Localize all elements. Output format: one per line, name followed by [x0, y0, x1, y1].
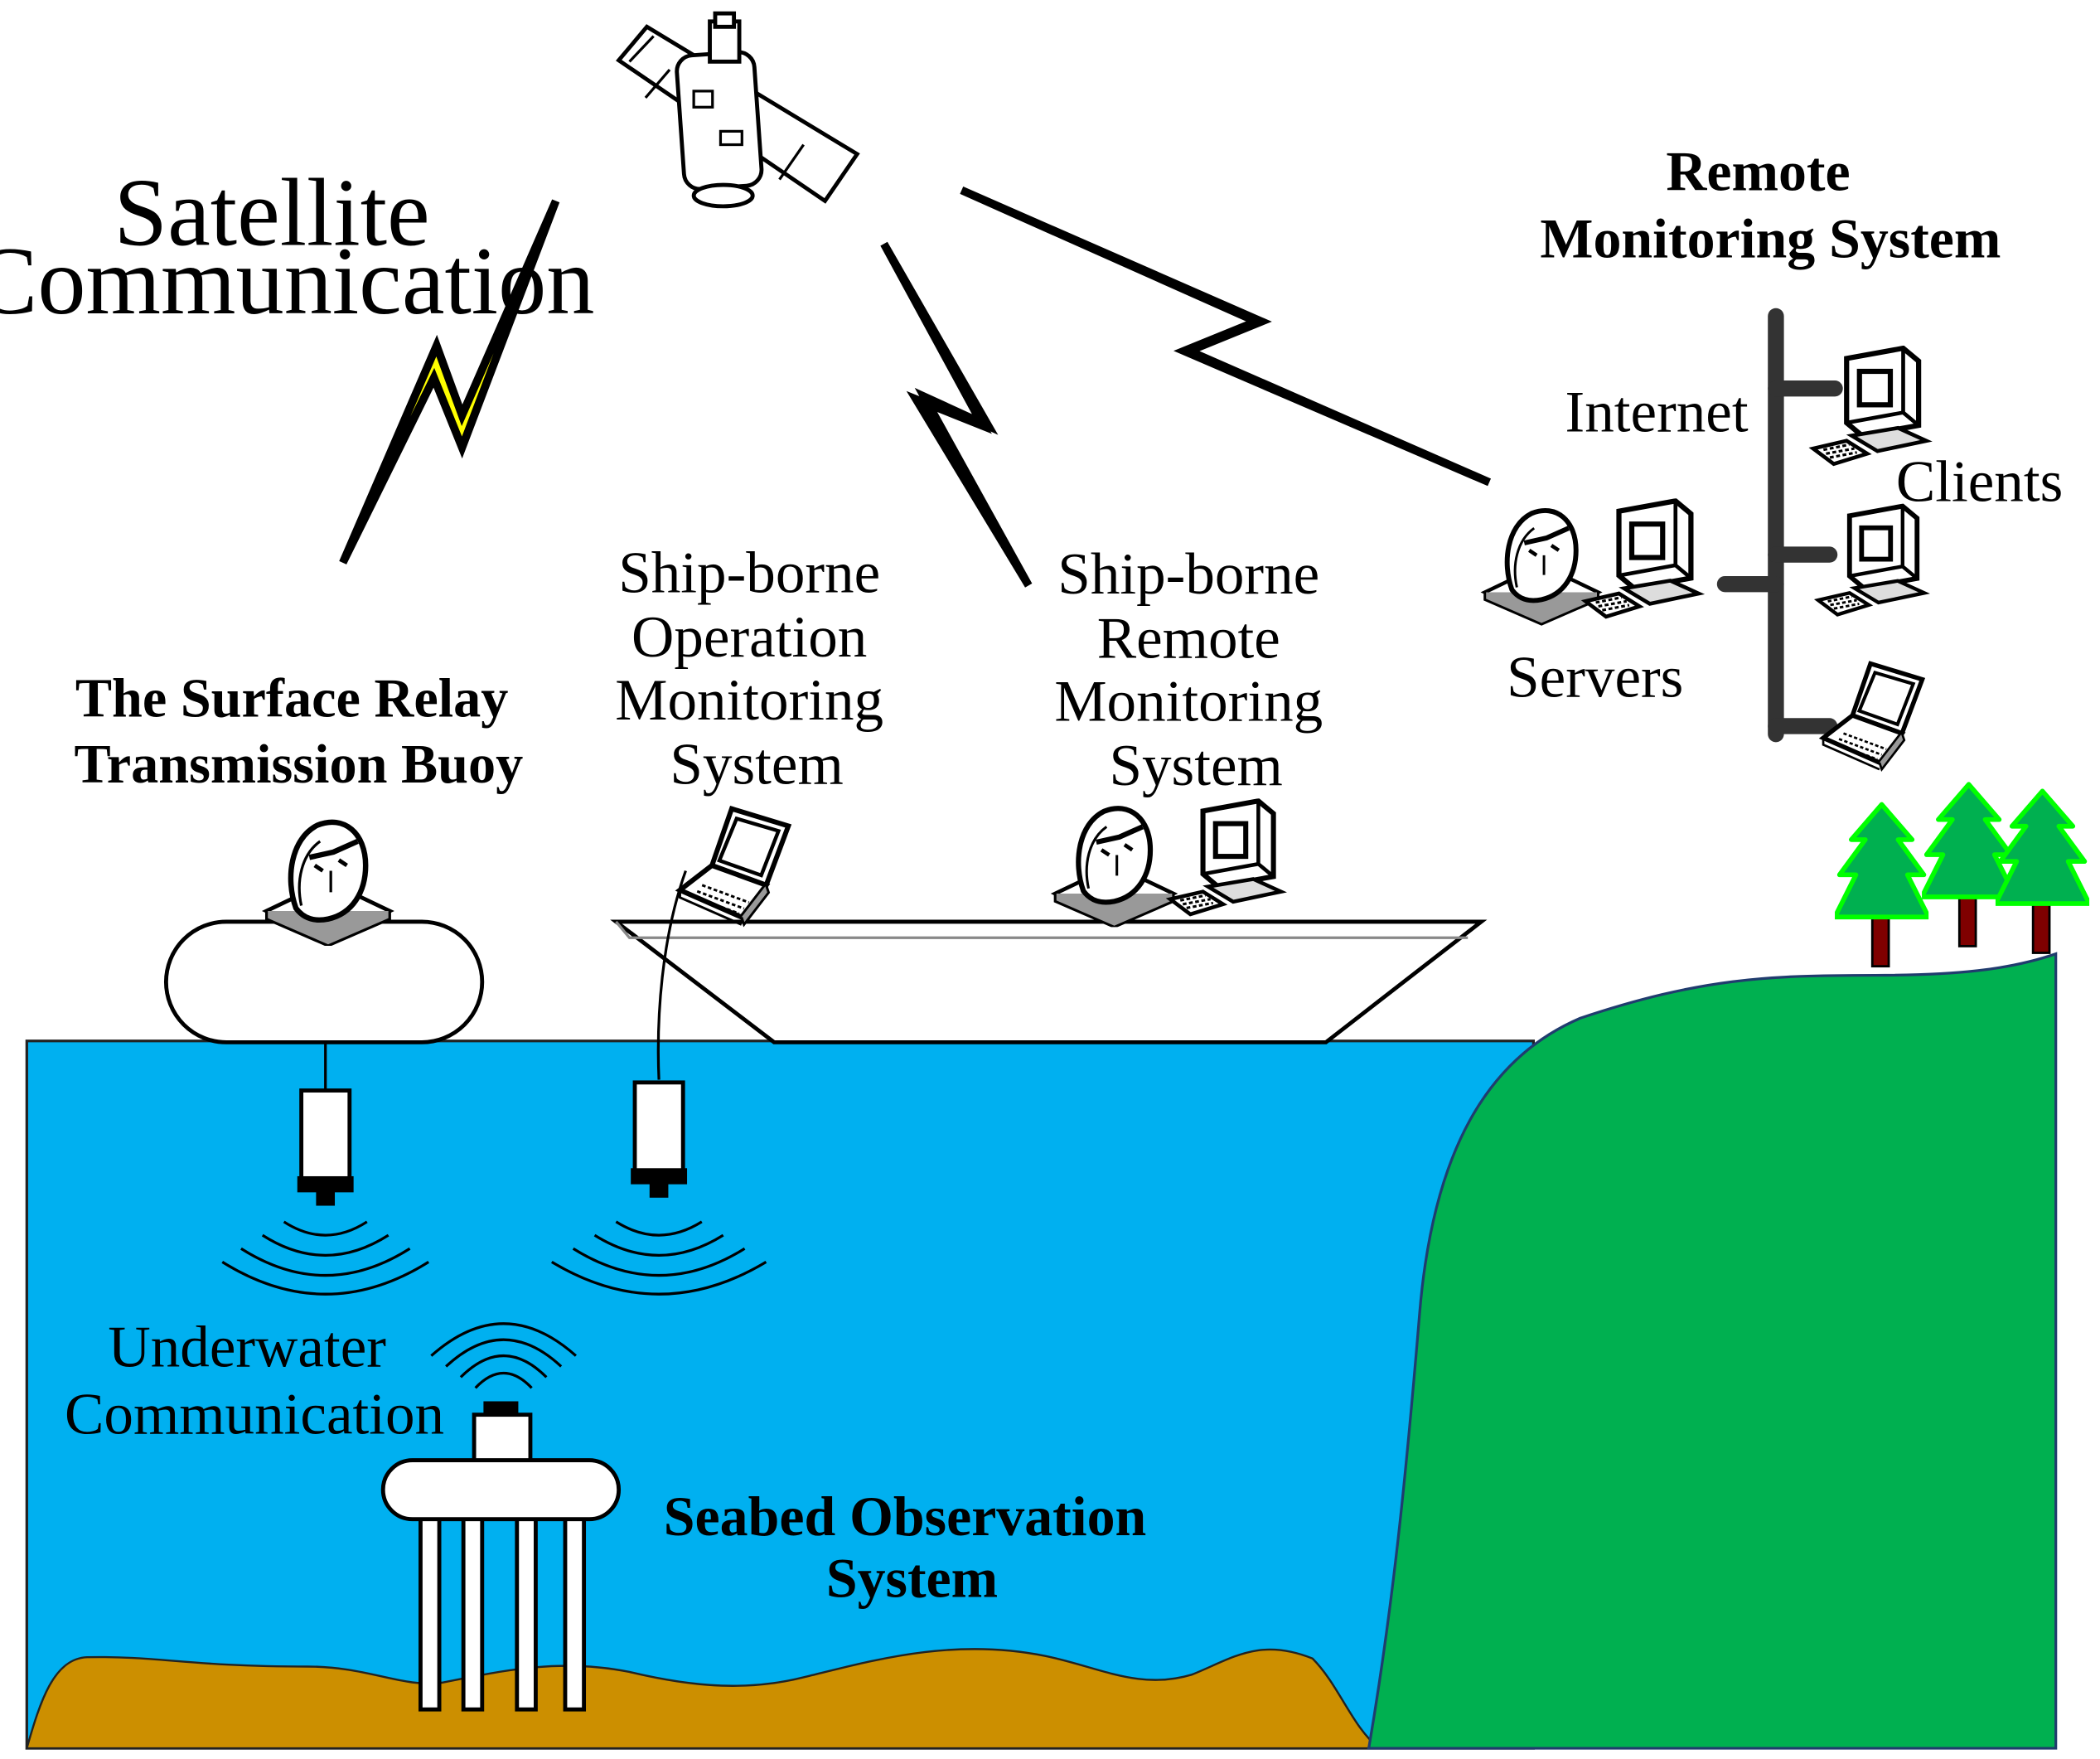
internet-bus: [1716, 308, 1843, 743]
satellite-icon: [616, 11, 860, 209]
laptop-icon: [680, 809, 788, 925]
sonar-waves-icon: [430, 1322, 577, 1389]
tree-icon: [1835, 804, 1928, 966]
lightning-bolt-icon: [880, 241, 1033, 588]
tree-icon: [1922, 784, 2015, 946]
underwater-communication-label: Underwater Communication: [65, 1315, 444, 1446]
sea: [25, 1039, 1536, 1750]
seabed-station: [380, 1401, 622, 1712]
ship-sensor-cable: [656, 870, 687, 1080]
ship-operation-monitoring-label: Ship-borne Operation Monitoring System: [615, 540, 898, 797]
ship-hull: [610, 919, 1488, 1044]
sonar-waves-icon: [550, 1220, 767, 1296]
desktop-computer-icon: [1813, 348, 1927, 464]
internet-label: Internet: [1565, 380, 1749, 444]
satellite-communication-label: Satellite Communication: [0, 160, 594, 335]
ship-remote-monitoring-label: Ship-borne Remote Monitoring System: [1054, 542, 1338, 798]
lightning-bolt-icon: [339, 199, 560, 565]
tree-icon: [1996, 791, 2089, 952]
operator-head-icon: [1055, 808, 1173, 927]
ship-sensor-pod: [631, 1083, 687, 1198]
surface-relay-buoy-label: The Surface Relay Transmission Buoy: [74, 669, 523, 795]
buoy-sensor-pod: [298, 1091, 354, 1206]
seabed-observation-system-label: Seabed Observation System: [664, 1485, 1160, 1609]
operator-head-icon: [267, 822, 390, 946]
seabed: [25, 1648, 1383, 1750]
land: [1367, 952, 2058, 1750]
remote-monitoring-system-label: Remote Monitoring System: [1540, 140, 2001, 269]
operator-head-icon: [1485, 511, 1599, 624]
laptop-icon: [1823, 664, 1922, 770]
lightning-bolt-icon: [960, 187, 1492, 487]
sonar-waves-icon: [221, 1220, 429, 1296]
servers-label: Servers: [1507, 645, 1683, 710]
desktop-computer-icon: [1585, 501, 1699, 617]
clients-label: Clients: [1896, 449, 2063, 514]
desktop-computer-icon: [1170, 801, 1281, 914]
